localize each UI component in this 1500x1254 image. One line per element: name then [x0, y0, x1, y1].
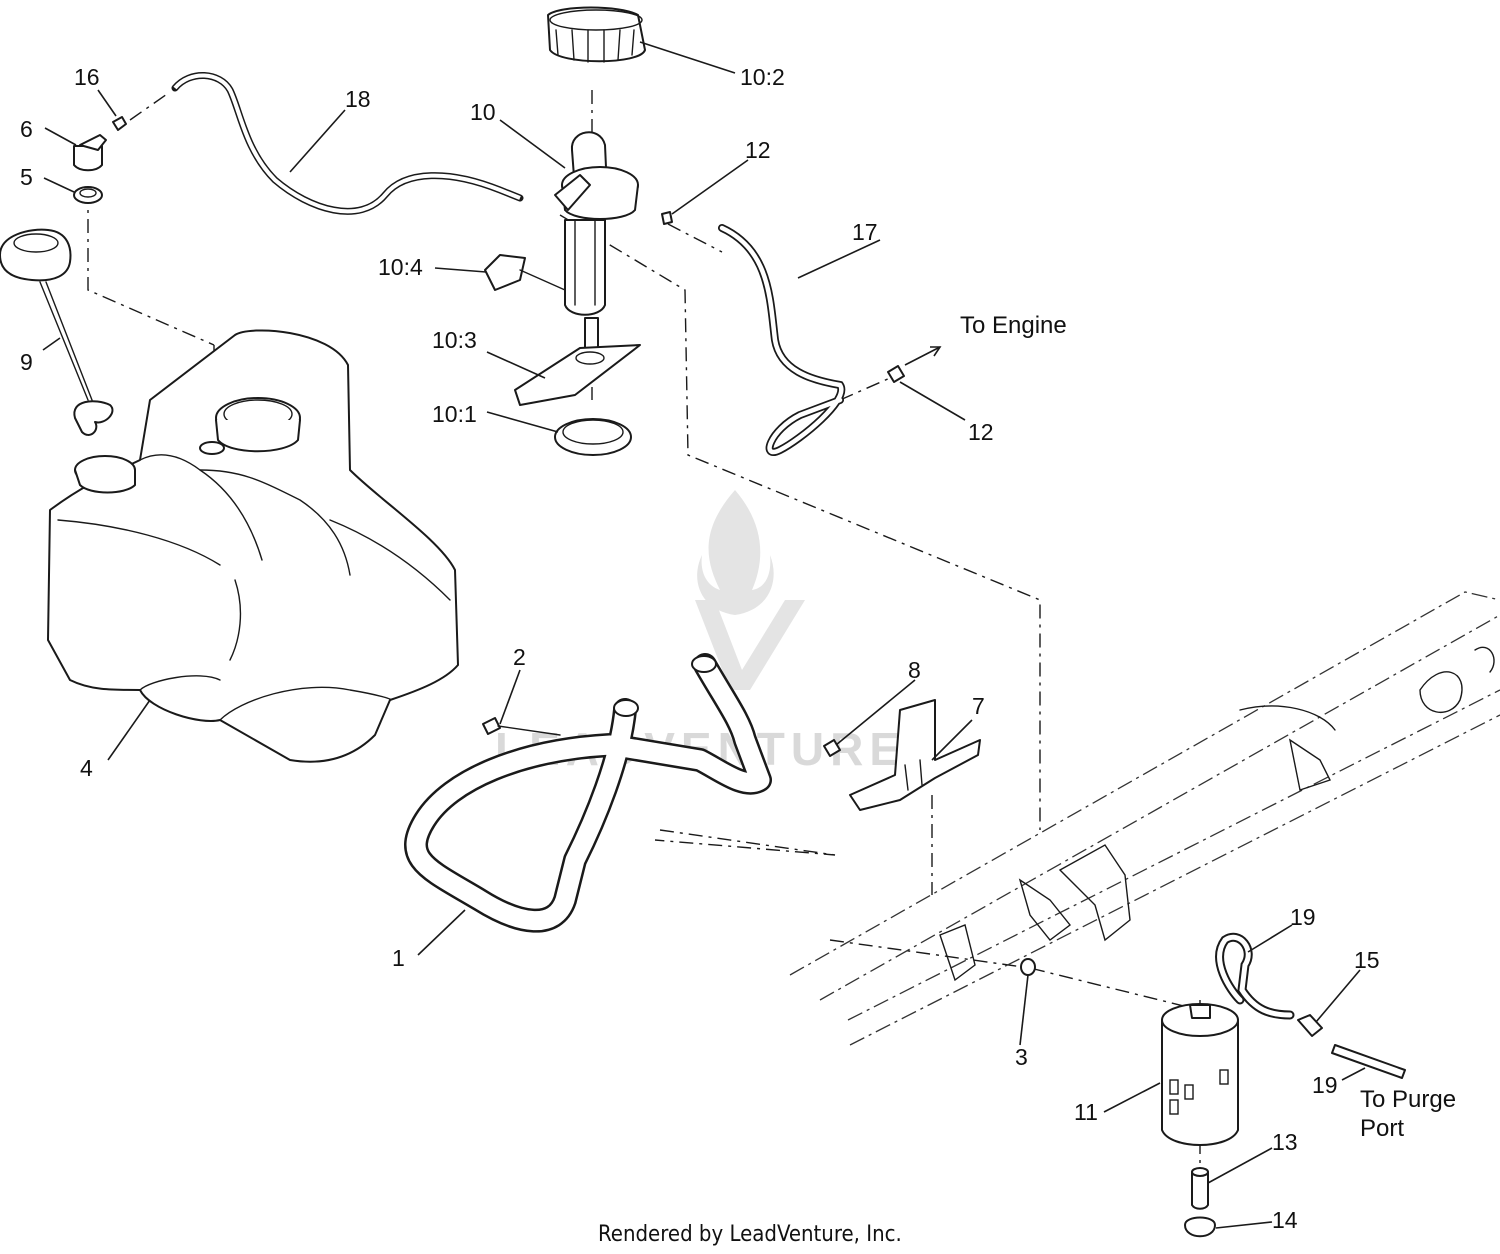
bolt [482, 717, 561, 736]
callout-12-top: 12 [745, 137, 771, 163]
note-to-engine: To Engine [960, 312, 1067, 339]
frame-rail [789, 591, 1500, 1046]
fuel-pump [484, 6, 646, 361]
pump-seal [554, 418, 632, 456]
mounting-bracket [823, 699, 981, 811]
callout-1: 1 [392, 945, 405, 971]
callout-19-top: 19 [1290, 904, 1316, 930]
callout-4: 4 [80, 755, 93, 781]
callout-19-bottom: 19 [1312, 1072, 1338, 1098]
purge-fitting [1297, 1014, 1323, 1037]
watermark-logo: LEADVENTURE [495, 490, 900, 775]
callout-labels: 16 6 5 9 4 18 10 10:2 10:4 10:3 10:1 12 … [20, 64, 1380, 1233]
diagram-notes: To Engine To Purge Port [960, 312, 1456, 1142]
vent-hose [171, 72, 524, 215]
tank-bracket-frame [404, 653, 772, 933]
charcoal-canister [1161, 1003, 1239, 1146]
callout-13: 13 [1272, 1129, 1298, 1155]
callout-16: 16 [74, 64, 100, 90]
callout-5: 5 [20, 164, 33, 190]
callout-18: 18 [345, 86, 371, 112]
callout-10-2: 10:2 [740, 64, 785, 90]
fuel-cap [0, 228, 114, 436]
callout-7: 7 [972, 693, 985, 719]
leader-lines [42, 41, 1366, 1229]
footer-credit: Rendered by LeadVenture, Inc. [598, 1222, 902, 1247]
note-to-purge-line2: Port [1360, 1115, 1404, 1142]
callout-10-1: 10:1 [432, 401, 477, 427]
callout-10-3: 10:3 [432, 327, 477, 353]
callout-15: 15 [1354, 947, 1380, 973]
callout-17: 17 [852, 219, 878, 245]
fuel-tank [47, 329, 459, 763]
callout-14: 14 [1272, 1207, 1298, 1233]
callout-10: 10 [470, 99, 496, 125]
vent-fittings [73, 116, 127, 204]
callout-6: 6 [20, 116, 33, 142]
callout-3: 3 [1015, 1044, 1028, 1070]
callout-9: 9 [20, 349, 33, 375]
washer [1020, 958, 1036, 976]
callout-12-bottom: 12 [968, 419, 994, 445]
fuel-hose [661, 211, 942, 456]
callout-11: 11 [1074, 1099, 1098, 1125]
purge-hoses [1215, 933, 1406, 1079]
callout-8: 8 [908, 657, 921, 683]
pump-gasket [514, 344, 641, 406]
callout-2: 2 [513, 644, 526, 670]
canister-filter [1184, 1167, 1216, 1238]
note-to-purge-line1: To Purge [1360, 1086, 1456, 1113]
callout-10-4: 10:4 [378, 254, 423, 280]
